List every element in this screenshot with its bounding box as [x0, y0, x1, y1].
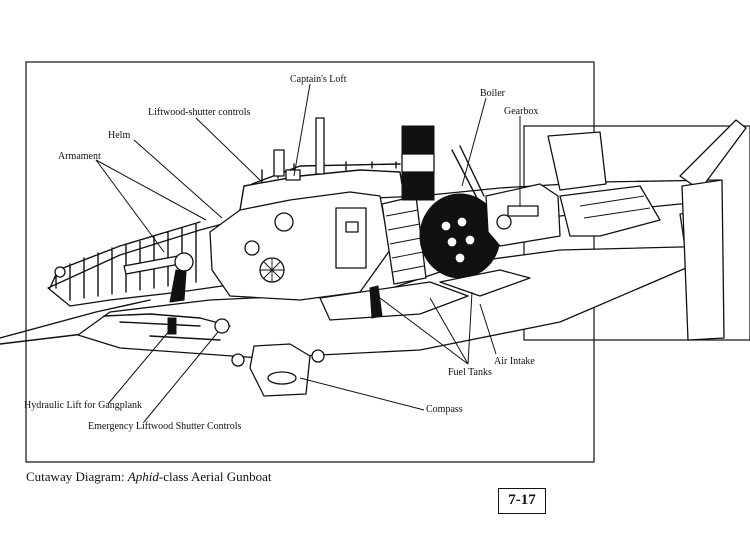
leader-helm — [133, 139, 223, 219]
leader-armament — [95, 159, 165, 253]
label-fuel-tanks: Fuel Tanks — [448, 367, 492, 378]
loft-pipe — [315, 117, 325, 175]
label-liftwood-shutter-controls: Liftwood-shutter controls — [148, 107, 251, 118]
gear-wheel — [496, 214, 512, 230]
caption-suffix: -class Aerial Gunboat — [158, 469, 272, 484]
label-compass: Compass — [426, 404, 463, 415]
drive-shaft — [579, 195, 651, 219]
caption-ship-class: Aphid — [127, 469, 159, 484]
leader-compass — [299, 377, 425, 411]
bow-lamp — [54, 266, 66, 278]
under-deck-structure — [103, 313, 231, 341]
leader-captains-loft — [293, 83, 311, 177]
shutter-gauge — [274, 212, 294, 232]
hull-port-1 — [231, 353, 245, 367]
label-air-intake: Air Intake — [494, 356, 535, 367]
compass-dial — [267, 371, 297, 385]
leader-lines — [95, 83, 521, 423]
loft-vent — [273, 149, 285, 177]
leader-emergency-controls — [143, 331, 219, 423]
leader-liftwood-shutter-controls — [195, 117, 263, 183]
compass-housing — [249, 343, 311, 397]
leader-hydraulic-lift — [107, 329, 171, 405]
label-captains-loft: Captain's Loft — [290, 74, 347, 85]
bridge-roof — [239, 169, 405, 211]
gunboat-drawing — [0, 117, 747, 397]
gear-shaft — [507, 205, 539, 217]
loft-box — [285, 169, 301, 181]
emergency-wheel — [214, 318, 230, 334]
cabin-panel — [345, 221, 359, 233]
hull-port-2 — [311, 349, 325, 363]
boiler-pipe-5 — [454, 252, 466, 264]
fuel-pump — [369, 285, 383, 319]
label-gearbox: Gearbox — [504, 106, 539, 117]
leader-boiler — [461, 97, 487, 187]
leader-armament-2 — [95, 159, 207, 221]
stern-tower — [547, 131, 607, 191]
page-number-box: 7-17 — [498, 488, 546, 514]
boiler-pipe-2 — [456, 216, 468, 228]
figure-caption: Cutaway Diagram: Aphid-class Aerial Gunb… — [26, 469, 272, 485]
cannon-pedestal — [169, 269, 187, 303]
fuel-tank-forward — [319, 281, 469, 321]
control-dial — [244, 240, 260, 256]
cannon-mount — [174, 252, 194, 272]
rudder — [681, 179, 725, 341]
label-emergency-controls: Emergency Liftwood Shutter Controls — [88, 421, 242, 432]
cabin-doorway — [335, 207, 367, 269]
label-helm: Helm — [108, 130, 131, 141]
leader-fuel-tanks — [379, 291, 473, 365]
label-boiler: Boiler — [480, 88, 505, 99]
leader-air-intake — [479, 303, 497, 355]
caption-prefix: Cutaway Diagram: — [26, 469, 128, 484]
label-hydraulic-lift: Hydraulic Lift for Gangplank — [24, 400, 143, 411]
boiler-pipe-3 — [446, 236, 458, 248]
fuel-tank-aft — [439, 269, 531, 297]
smokestack-band — [401, 153, 435, 173]
helm-spokes — [260, 258, 284, 282]
boiler-pipe-4 — [464, 234, 476, 246]
page-number: 7-17 — [508, 492, 536, 508]
smokestack-base — [401, 171, 435, 201]
ladder-rungs — [385, 209, 425, 273]
boiler-pipe-1 — [440, 220, 452, 232]
drive-shaft-housing — [559, 185, 661, 237]
label-armament: Armament — [58, 151, 101, 162]
smokestack-top — [401, 125, 435, 155]
